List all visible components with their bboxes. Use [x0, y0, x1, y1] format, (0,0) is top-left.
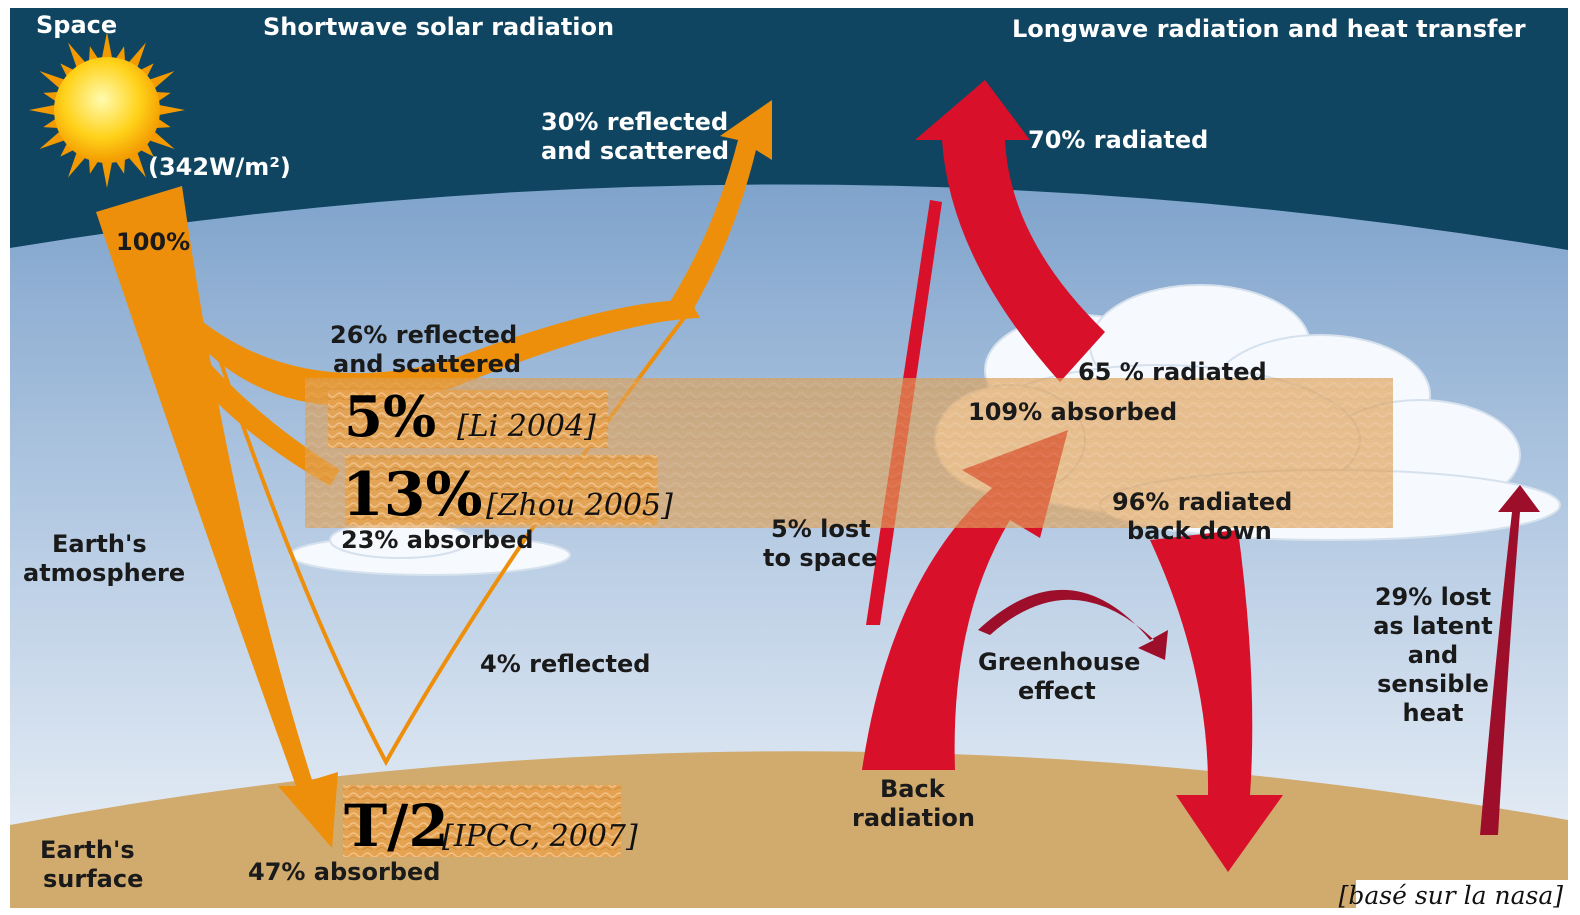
reflected-30-label-line1: 30% reflected [541, 108, 728, 136]
sun-ray [39, 130, 67, 149]
cloud-left [289, 521, 571, 576]
overlay-cite-zhou: [Zhou 2005] [486, 488, 673, 523]
lost-5-label-line2: to space [763, 544, 877, 572]
surface-label-line1: Earth's [40, 836, 135, 864]
back-radiation-label-line1: Back [880, 775, 946, 803]
back-down-arrow [1150, 530, 1283, 872]
overlay-box-ipcc [343, 785, 621, 857]
back-radiation-label-line2: radiation [852, 804, 975, 832]
absorbed-109-label: 109% absorbed [968, 398, 1177, 426]
header-space: Space [36, 11, 117, 39]
sun-ray [60, 141, 76, 157]
overlay-box-li [328, 390, 608, 448]
latent-heat-arrow [1480, 485, 1540, 835]
reflected-26-label-line2: and scattered [333, 350, 521, 378]
overlay-cite-li: [Li 2004] [457, 409, 596, 444]
reflected-30-arrow [668, 100, 772, 315]
header-shortwave: Shortwave solar radiation [263, 13, 614, 41]
sun-ray [147, 71, 175, 90]
radiated-70-arrow [915, 80, 1105, 382]
reflected-30-label-line2: and scattered [541, 137, 729, 165]
reflected-26-label-line1: 26% reflected [330, 321, 517, 349]
greenhouse-label-line1: Greenhouse [978, 648, 1140, 676]
atmosphere-label-line1: Earth's [52, 530, 147, 558]
svg-text:and: and [1408, 641, 1458, 669]
incoming-solar-arrow [96, 186, 338, 848]
overlay-value-ipcc: T/2 [344, 792, 449, 860]
radiated-96-label-line1: 96% radiated [1112, 488, 1292, 516]
sun-icon [29, 32, 185, 188]
sun-ray [39, 71, 67, 90]
absorbed-23-label: 23% absorbed [341, 526, 533, 554]
greenhouse-label-line2: effect [1018, 677, 1096, 705]
latent-heat-label: 29% lost as latent and sensible heat [1373, 583, 1493, 727]
sun-ray [101, 32, 113, 61]
solar-flux-label: (342W/m²) [148, 153, 291, 181]
sun-ray [68, 150, 87, 178]
lost-5-label-line1: 5% lost [771, 515, 871, 543]
svg-text:29% lost: 29% lost [1375, 583, 1491, 611]
header-longwave: Longwave radiation and heat transfer [1012, 15, 1526, 43]
svg-text:heat: heat [1402, 699, 1463, 727]
radiated-65-label: 65 % radiated [1078, 358, 1267, 386]
sun-ray [127, 42, 146, 70]
radiated-70-label: 70% radiated [1028, 126, 1208, 154]
atmosphere-label-line2: atmosphere [23, 559, 185, 587]
sun-ray [101, 159, 113, 188]
radiated-96-label-line2: back down [1127, 517, 1272, 545]
sun-ray [29, 104, 58, 116]
sun-ray [138, 63, 154, 79]
sun-ray [147, 130, 175, 149]
absorbed-47-label: 47% absorbed [248, 858, 440, 886]
svg-text:as latent: as latent [1373, 612, 1493, 640]
sun-ray [60, 63, 76, 79]
overlay-value-zhou: 13% [342, 460, 483, 530]
sun-ray [68, 42, 87, 70]
sun-ray [138, 141, 154, 157]
source-note-background [1356, 880, 1568, 910]
greenhouse-curve-arrow [978, 589, 1168, 660]
svg-text:sensible: sensible [1377, 670, 1489, 698]
overlay-box-zhou [345, 455, 657, 525]
reflected-4-label: 4% reflected [480, 650, 650, 678]
overlay-value-li: 5% [344, 384, 436, 450]
source-note: [basé sur la nasa] [1339, 881, 1564, 910]
surface-label-line2: surface [43, 865, 143, 893]
overlay-cite-ipcc: [IPCC, 2007] [442, 819, 638, 854]
incoming-100-label: 100% [116, 228, 190, 256]
sun-ray [127, 150, 146, 178]
sun-ray [156, 104, 185, 116]
